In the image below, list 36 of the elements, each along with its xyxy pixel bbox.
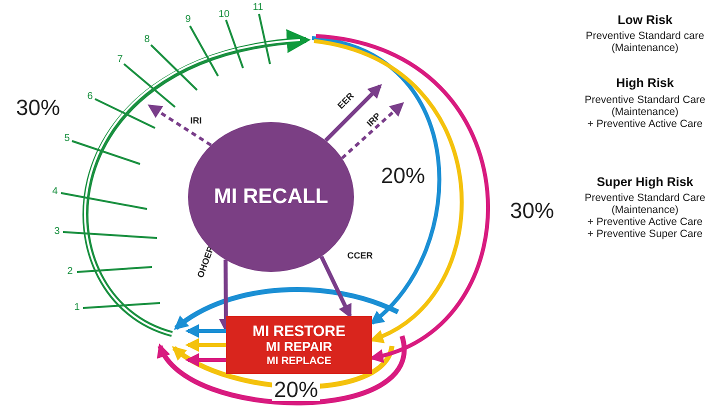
box-text: MI RESTORE (252, 322, 346, 340)
tick-number: 1 (74, 303, 80, 313)
tick-number: 5 (64, 134, 70, 144)
action-box (226, 316, 372, 374)
arrow (185, 324, 226, 338)
care-text: Preventive Standard Care (Maintenance) (584, 192, 706, 216)
tick-number: 7 (117, 55, 123, 65)
tick-number: 11 (252, 3, 264, 13)
care-text: Preventive Standard care (Maintenance) (584, 30, 706, 54)
percentage-label: 20% (272, 379, 320, 401)
arrow (185, 338, 226, 352)
risk-heading: Super High Risk (596, 176, 694, 188)
box-text: MI REPAIR (266, 340, 332, 356)
arrow (341, 102, 404, 160)
arrow (324, 84, 382, 142)
risk-heading: Low Risk (616, 14, 674, 26)
arrow (312, 36, 441, 325)
arrow (314, 39, 464, 342)
care-text: + Preventive Active Care (586, 216, 704, 228)
tick-number: 3 (54, 227, 60, 237)
tick-number: 8 (144, 35, 150, 45)
care-text: + Preventive Active Care (586, 118, 704, 130)
arrow (320, 256, 352, 319)
risk-heading: High Risk (615, 77, 675, 90)
tick-number: 10 (218, 10, 230, 20)
tick-number: 4 (52, 187, 58, 197)
tick-number: 9 (185, 15, 191, 25)
tick-number: 2 (67, 267, 73, 277)
node-title: MI RECALL (214, 185, 328, 209)
care-text: Preventive Standard Care (Maintenance) (584, 94, 706, 118)
arrow (185, 353, 226, 367)
arrow (148, 104, 212, 146)
arrow (316, 34, 490, 362)
box-text: MI REPLACE (266, 355, 332, 368)
tick-number: 6 (87, 92, 93, 102)
care-text: + Preventive Super Care (586, 228, 704, 240)
